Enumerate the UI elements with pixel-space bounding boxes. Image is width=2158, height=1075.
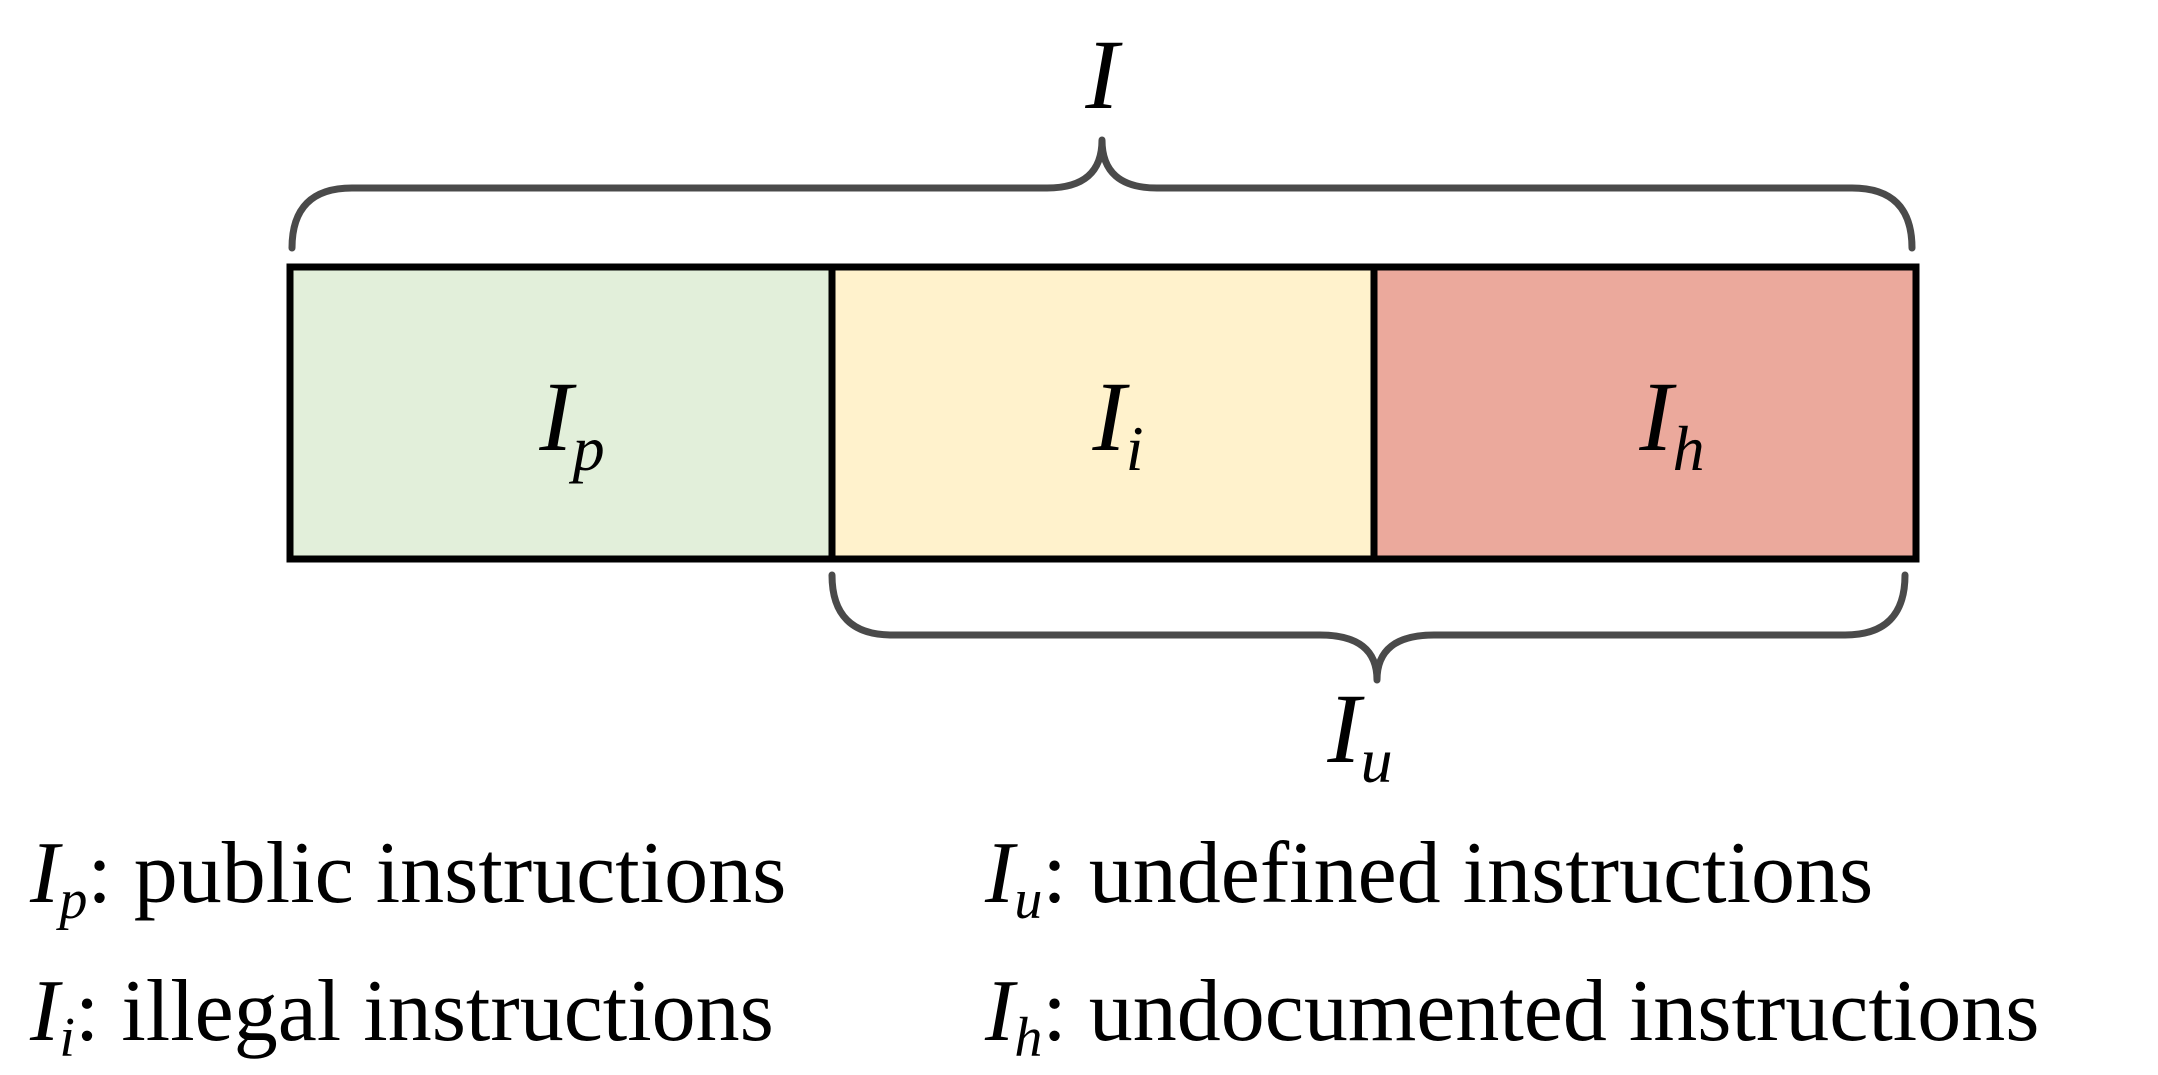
segment-label-public: Ip: [538, 361, 604, 484]
top-brace-base: I: [1084, 19, 1123, 130]
segment-public: [290, 267, 832, 559]
instruction-bar: [286, 263, 1920, 563]
segment-illegal: [832, 267, 1374, 559]
segment-undocumented: [1374, 267, 1916, 559]
bar-outline: [286, 263, 1920, 563]
bottom-brace-label: Iu: [1326, 673, 1392, 796]
segment-label-illegal: Ii: [1091, 361, 1143, 484]
legend-item-undefined: Iu: undefined instructions: [984, 825, 1873, 931]
top-brace-label: I: [1084, 19, 1123, 130]
legend-item-public: Ip: public instructions: [29, 825, 786, 931]
bottom-brace-sub: u: [1361, 725, 1393, 796]
legend-item-illegal: Ii: illegal instructions: [29, 963, 774, 1069]
bottom-brace-base: I: [1326, 673, 1365, 784]
legend-item-undocumented: Ih: undocumented instructions: [984, 963, 2040, 1069]
legend: Ip: public instructions Iu: undefined in…: [29, 825, 2040, 1069]
top-brace: [288, 136, 1916, 252]
bottom-brace: [828, 571, 1909, 684]
segment-label-undocumented: Ih: [1638, 361, 1704, 484]
